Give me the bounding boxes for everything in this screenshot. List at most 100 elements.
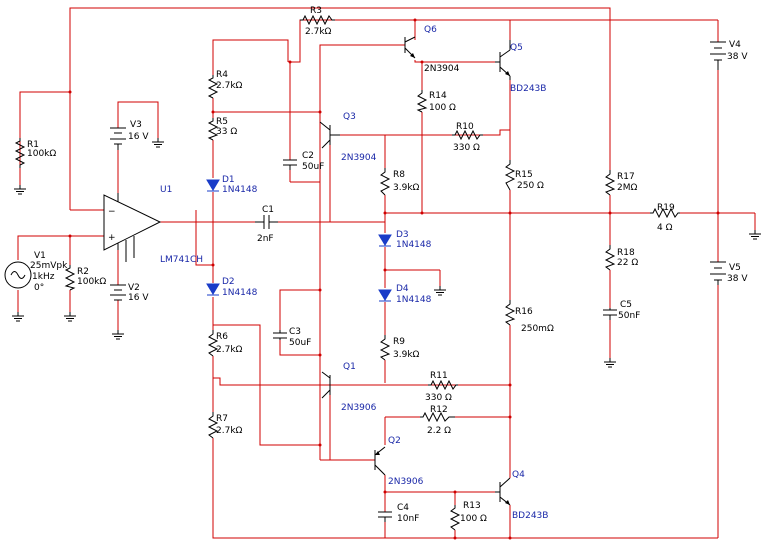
resistor-r15: R15 250 Ω	[504, 160, 544, 191]
r4-value: 2.7kΩ	[216, 81, 243, 91]
resistor-r8: R8 3.9kΩ	[379, 168, 420, 196]
c4-value: 10nF	[397, 514, 419, 524]
battery-v5: V5 38 V	[710, 261, 748, 285]
v1-amplitude: 25mVpk	[30, 261, 68, 271]
q5-value: BD243B	[510, 84, 546, 94]
transistor-q5: Q5 BD243B	[495, 40, 546, 94]
d4-ref: D4	[396, 284, 409, 294]
q6-value: 2N3904	[424, 64, 460, 74]
capacitor-c1: C1 2nF	[255, 205, 278, 244]
v5-value: 38 V	[727, 274, 748, 284]
v1-ref: V1	[34, 251, 46, 261]
q2-value: 2N3906	[388, 477, 424, 487]
d2-value: 1N4148	[222, 288, 258, 298]
r2-value: 100kΩ	[77, 277, 106, 287]
r13-ref: R13	[463, 501, 481, 511]
resistor-r7: R7 2.7kΩ	[207, 412, 243, 439]
resistor-r6: R6 2.7kΩ	[207, 330, 243, 357]
v1-phase: 0°	[34, 283, 44, 293]
capacitor-c4: C4 10nF	[378, 503, 419, 524]
c3-value: 50uF	[289, 338, 311, 348]
resistor-r1: R1 100kΩ	[14, 138, 56, 168]
q3-value: 2N3904	[341, 153, 377, 163]
resistor-r9: R9 3.9kΩ	[379, 335, 420, 361]
r1-value: 100kΩ	[27, 149, 56, 159]
r18-ref: R18	[617, 248, 635, 258]
battery-v3: V3 16 V	[110, 120, 149, 150]
diode-d4: D4 1N4148	[378, 284, 432, 305]
ac-source-v1: V1 25mVpk 1kHz 0°	[4, 251, 68, 293]
c1-value: 2nF	[257, 234, 274, 244]
r15-value: 250 Ω	[517, 181, 544, 191]
r11-ref: R11	[430, 371, 448, 381]
transistor-q4: Q4 BD243B	[495, 470, 548, 521]
opamp-u1: − + U1 LM741CH	[103, 185, 203, 265]
r3-ref: R3	[310, 6, 322, 16]
v5-ref: V5	[729, 263, 741, 273]
r16-value: 250mΩ	[521, 324, 554, 334]
v4-ref: V4	[729, 40, 741, 50]
d1-value: 1N4148	[222, 185, 258, 195]
r14-value: 100 Ω	[429, 103, 456, 113]
capacitor-c5: C5 50nF	[603, 300, 640, 321]
diode-d3: D3 1N4148	[378, 230, 432, 250]
c1-ref: C1	[262, 205, 274, 215]
c5-ref: C5	[620, 300, 632, 310]
d2-ref: D2	[222, 277, 235, 287]
r13-value: 100 Ω	[460, 514, 487, 524]
transistor-q6: Q6 2N3904	[404, 25, 460, 74]
q5-ref: Q5	[510, 43, 523, 53]
u1-ref: U1	[160, 185, 172, 195]
battery-v4: V4 38 V	[710, 40, 748, 70]
q6-ref: Q6	[424, 25, 437, 35]
resistor-r5: R5 33 Ω	[207, 117, 237, 141]
v2-ref: V2	[128, 283, 140, 293]
resistor-r14: R14 100 Ω	[416, 90, 456, 113]
r8-ref: R8	[393, 170, 405, 180]
q4-value: BD243B	[512, 511, 548, 521]
r14-ref: R14	[429, 91, 447, 101]
r12-ref: R12	[430, 405, 448, 415]
diode-d2: D2 1N4148	[206, 277, 258, 298]
r6-ref: R6	[216, 332, 228, 342]
v3-ref: V3	[130, 120, 142, 130]
r2-ref: R2	[77, 267, 89, 277]
resistor-r19: R19 4 Ω	[650, 203, 680, 233]
r5-ref: R5	[216, 117, 228, 127]
diode-d1: D1 1N4148	[206, 175, 258, 195]
q3-ref: Q3	[343, 112, 356, 122]
r8-value: 3.9kΩ	[393, 183, 420, 193]
c2-value: 50uF	[302, 162, 324, 172]
r5-value: 33 Ω	[216, 127, 237, 137]
c3-ref: C3	[289, 327, 301, 337]
resistor-r12: R12 2.2 Ω	[420, 405, 455, 436]
d3-ref: D3	[396, 230, 409, 240]
u1-value: LM741CH	[160, 255, 203, 265]
v1-frequency: 1kHz	[32, 272, 55, 282]
q4-ref: Q4	[512, 470, 525, 480]
r7-ref: R7	[216, 414, 228, 424]
r18-value: 22 Ω	[617, 258, 638, 268]
resistor-r3: R3 2.7kΩ	[300, 6, 335, 37]
r19-ref: R19	[657, 203, 675, 213]
resistor-r13: R13 100 Ω	[449, 501, 487, 531]
r3-value: 2.7kΩ	[305, 27, 332, 37]
d3-value: 1N4148	[396, 240, 432, 250]
resistor-r18: R18 22 Ω	[604, 245, 638, 271]
r19-value: 4 Ω	[657, 223, 673, 233]
r12-value: 2.2 Ω	[427, 426, 451, 436]
svg-text:+: +	[108, 233, 116, 243]
capacitor-c2: C2 50uF	[283, 151, 324, 172]
d1-ref: D1	[222, 175, 235, 185]
c4-ref: C4	[397, 503, 409, 513]
v3-value: 16 V	[128, 132, 149, 142]
r9-value: 3.9kΩ	[393, 350, 420, 360]
transistor-q1: Q1 2N3906	[321, 362, 377, 413]
d4-value: 1N4148	[396, 295, 432, 305]
q1-ref: Q1	[343, 362, 356, 372]
battery-v2: V2 16 V	[110, 283, 149, 303]
resistor-r4: R4 2.7kΩ	[207, 70, 243, 99]
resistor-r10: R10 330 Ω	[452, 122, 483, 153]
r10-ref: R10	[456, 122, 474, 132]
